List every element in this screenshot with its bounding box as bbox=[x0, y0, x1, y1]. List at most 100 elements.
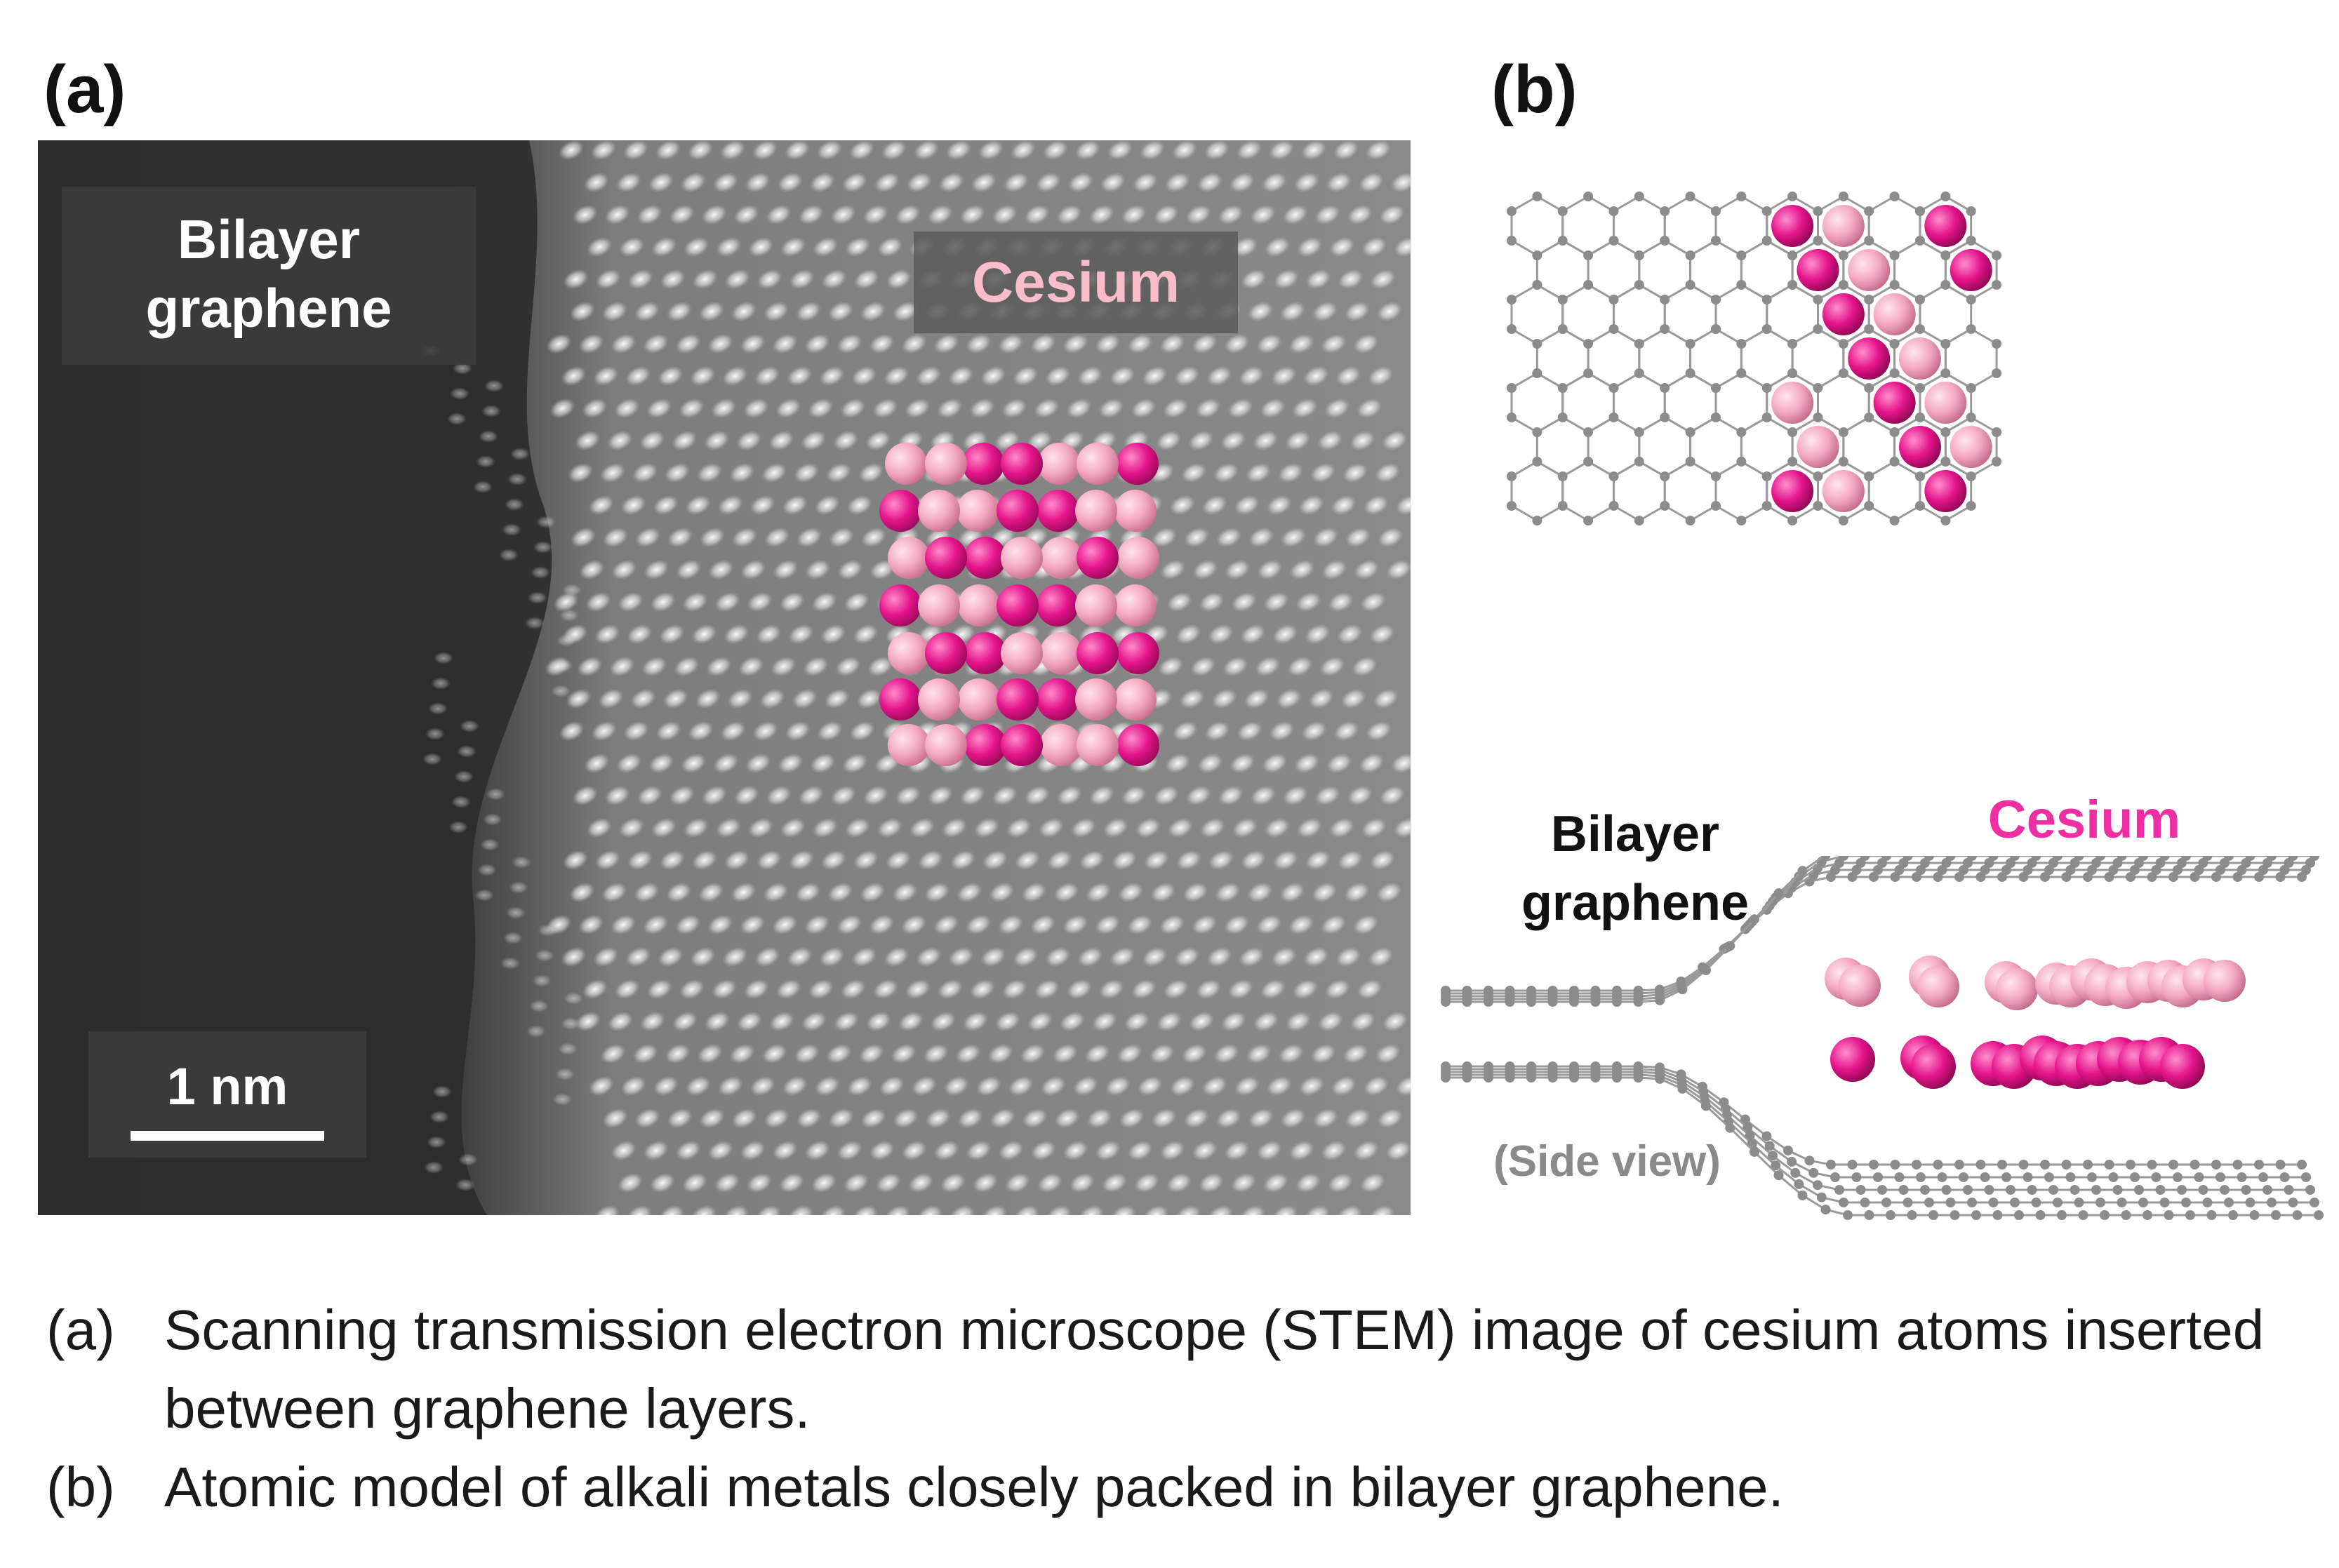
lattice-cesium-atom bbox=[1848, 249, 1891, 291]
stem-spot bbox=[975, 1076, 1001, 1097]
side-carbon-atom bbox=[1912, 1160, 1921, 1170]
side-carbon-atom bbox=[1894, 1172, 1905, 1182]
carbon-atom bbox=[1507, 295, 1517, 304]
stem-cesium-atom bbox=[997, 678, 1039, 721]
stem-spot bbox=[648, 172, 674, 193]
stem-spot bbox=[1215, 882, 1241, 903]
stem-spot bbox=[697, 462, 723, 483]
stem-spot bbox=[925, 1108, 951, 1129]
stem-spot bbox=[1208, 1205, 1234, 1215]
stem-spot bbox=[660, 269, 686, 290]
side-carbon-atom bbox=[2249, 1210, 2260, 1220]
stem-spot bbox=[1240, 1205, 1266, 1215]
stem-spot bbox=[672, 1011, 698, 1032]
stem-spot bbox=[1297, 236, 1323, 257]
carbon-atom bbox=[1736, 368, 1747, 378]
carbon-atom bbox=[1532, 339, 1542, 349]
graphene-bond bbox=[1792, 328, 1819, 345]
stem-spot bbox=[1159, 333, 1185, 354]
stem-spot bbox=[1395, 1076, 1411, 1097]
stem-spot bbox=[713, 753, 739, 774]
stem-spot bbox=[1287, 656, 1313, 677]
graphene-bond bbox=[1792, 504, 1819, 522]
side-carbon-atom bbox=[2117, 1198, 2127, 1207]
stem-spot bbox=[1369, 850, 1396, 871]
stem-spot bbox=[824, 688, 850, 709]
stem-spot bbox=[1282, 785, 1308, 806]
stem-spot bbox=[969, 398, 995, 419]
carbon-atom bbox=[1889, 457, 1900, 467]
stem-spot bbox=[704, 430, 730, 451]
stem-spot bbox=[1375, 462, 1401, 483]
stem-spot bbox=[676, 559, 702, 580]
stem-spot bbox=[905, 398, 931, 419]
side-carbon-atom bbox=[2018, 1160, 2029, 1170]
stem-spot bbox=[1360, 591, 1386, 612]
carbon-atom bbox=[1864, 236, 1874, 246]
stem-spot bbox=[722, 946, 748, 967]
stem-spot bbox=[659, 850, 686, 871]
stem-spot bbox=[773, 559, 799, 580]
carbon-atom bbox=[1992, 339, 2002, 349]
graphene-bond bbox=[1792, 195, 1819, 213]
stem-spot bbox=[780, 236, 806, 257]
stem-spot bbox=[1091, 1011, 1118, 1032]
stem-spot bbox=[833, 1011, 860, 1032]
carbon-atom bbox=[1940, 368, 1951, 378]
stem-spot bbox=[1163, 979, 1189, 1000]
stem-spot bbox=[913, 140, 940, 161]
stem-spot bbox=[562, 584, 582, 596]
stem-spot bbox=[771, 656, 797, 677]
carbon-atom bbox=[1532, 192, 1542, 201]
side-carbon-atom bbox=[2057, 1210, 2067, 1220]
side-carbon-atom bbox=[1877, 1185, 1887, 1195]
stem-spot bbox=[1312, 301, 1338, 322]
stem-spot bbox=[683, 817, 709, 838]
stem-spot bbox=[740, 333, 766, 354]
stem-spot bbox=[814, 495, 840, 516]
carbon-atom bbox=[1864, 471, 1874, 481]
stem-spot bbox=[797, 527, 822, 548]
stem-spot bbox=[682, 591, 708, 612]
stem-spot bbox=[1369, 624, 1395, 645]
stem-spot bbox=[1204, 140, 1230, 161]
carbon-atom bbox=[1710, 501, 1721, 511]
carbon-atom bbox=[1914, 501, 1925, 511]
stem-spot bbox=[1295, 1172, 1321, 1193]
stem-spot bbox=[591, 721, 617, 742]
stem-spot bbox=[1169, 495, 1195, 516]
carbon-atom bbox=[1660, 383, 1670, 393]
carbon-atom bbox=[1940, 250, 1951, 260]
stem-spot bbox=[1215, 1108, 1241, 1129]
side-carbon-atom bbox=[1816, 1192, 1827, 1202]
stem-spot bbox=[1192, 559, 1218, 580]
stem-spot bbox=[562, 850, 589, 871]
stem-spot bbox=[1303, 946, 1329, 967]
stem-cesium-atom bbox=[1001, 724, 1043, 766]
carbon-atom bbox=[1992, 280, 2002, 290]
stem-spot bbox=[528, 591, 547, 604]
stem-spot bbox=[872, 398, 898, 419]
stem-spot bbox=[1183, 1108, 1209, 1129]
stem-spot bbox=[869, 1140, 895, 1161]
stem-cesium-atom bbox=[888, 724, 930, 766]
stem-spot bbox=[526, 1025, 546, 1038]
side-carbon-atom bbox=[1838, 1197, 1848, 1207]
stem-spot bbox=[601, 301, 628, 322]
side-carbon-atom bbox=[2074, 1198, 2084, 1207]
side-bilayer-line-2: graphene bbox=[1521, 875, 1750, 931]
stem-spot bbox=[675, 1140, 701, 1161]
stem-spot bbox=[1066, 979, 1092, 1000]
stem-spot bbox=[1333, 140, 1359, 161]
stem-spot bbox=[772, 1140, 798, 1161]
stem-spot bbox=[704, 1011, 731, 1032]
stem-spot bbox=[1247, 301, 1274, 322]
stem-spot bbox=[1357, 398, 1382, 419]
caption-a-text: Scanning transmission electron microscop… bbox=[164, 1299, 2265, 1440]
stem-spot bbox=[858, 462, 884, 483]
stem-spot bbox=[1158, 656, 1184, 677]
stem-spot bbox=[1139, 140, 1166, 161]
stem-spot bbox=[717, 495, 743, 516]
stem-cesium-atom bbox=[1077, 724, 1119, 766]
stem-spot bbox=[559, 609, 579, 622]
